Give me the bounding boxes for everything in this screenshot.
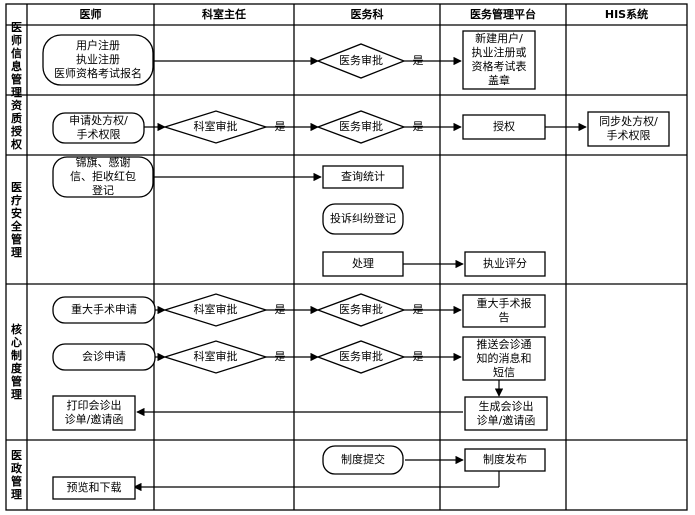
swimlane-grid [5,3,688,511]
grant-process [462,114,546,140]
banner-terminator [52,156,154,198]
rx-request-terminator [52,112,145,144]
push-process [462,336,546,381]
major-surgery-terminator [52,296,156,324]
policy-submit-terminator [322,445,404,475]
sync-process [587,111,670,147]
register-terminator [42,34,154,86]
new-user-process [462,30,536,90]
connectors [133,56,587,492]
consult-terminator [52,343,156,371]
print-process [52,395,136,431]
dept-approve-decision [162,340,269,374]
approve-decision [316,43,406,79]
generate-process [464,396,548,431]
policy-publish-process [464,448,546,472]
approve-decision [316,293,406,327]
complaint-terminator [322,203,404,235]
query-process [322,165,404,189]
approve-decision [316,110,406,144]
approve-decision [316,340,406,374]
score-process [464,251,546,277]
dept-approve-decision [162,110,269,144]
handle-process [322,251,404,277]
major-report-process [462,294,546,328]
preview-process [52,476,136,500]
dept-approve-decision [162,293,269,327]
